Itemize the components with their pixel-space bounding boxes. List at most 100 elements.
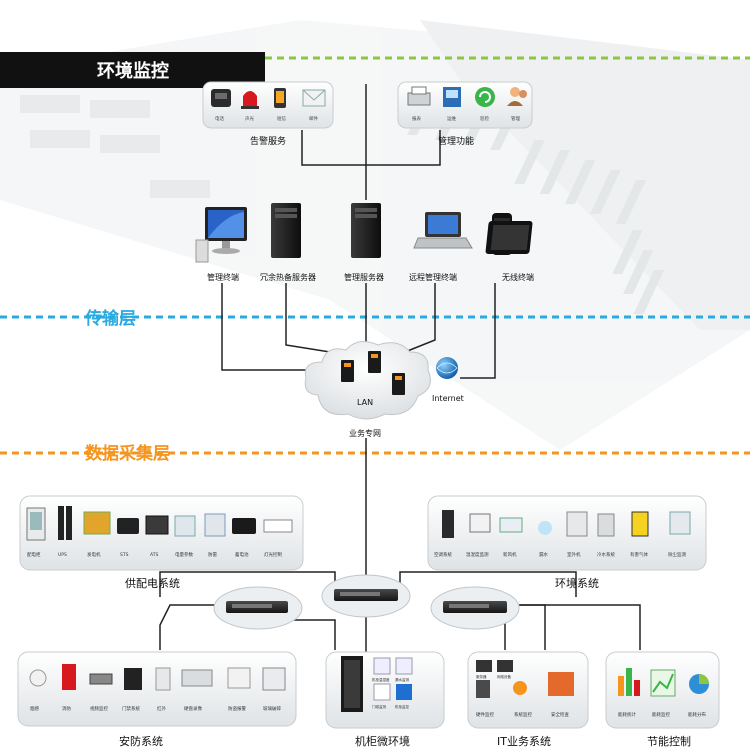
security-system-panel: 烟感 消防 视频监控 门禁系统 红外 硬盘录像 防盗报警 玻璃破碎 [17,651,297,727]
remote-management-terminal: 远程管理终端 [409,212,473,282]
environment-icons [442,510,691,538]
terminal-label: 无线终端 [502,272,534,282]
environment-system-panel: 空调系统 温湿度监测 新风机 漏水 室外机 冷水系统 有害气体 除尘监测 [427,495,707,571]
it-system-panel: 服务器 网络设备 硬件监控 系统监控 安全检查 [467,651,589,729]
security-item-label: 红外 [157,705,166,712]
redundant-server: 冗余热备服务器 [260,203,316,282]
cabinet-item-label: 机柜温湿度 [372,677,390,682]
tablet-icon [485,213,533,255]
tower-server-icon [351,203,381,258]
env-item-label: 空调系统 [434,551,452,558]
alarm-item-label: 邮件 [309,115,318,122]
alarm-service-panel: 电话 声光 短信 邮件 [202,81,334,129]
power-item-label: 蓄电池 [235,551,249,558]
it-item-label: 网络设备 [497,674,511,679]
env-item-label: 温湿度监测 [466,551,489,558]
wireless-terminal: 无线终端 [485,213,534,282]
lan-label: LAN [357,398,373,407]
power-item-label: 防雷 [208,551,217,558]
it-item-label: 服务器 [476,674,487,679]
switch-center [321,574,411,618]
cabinet-item-label: 门磁监测 [372,704,386,709]
power-item-label: 配电柜 [27,551,41,558]
security-icons [29,664,286,691]
bottom-connectors [159,571,641,652]
security-item-label: 玻璃破碎 [263,705,281,712]
monitor-icon [195,207,247,263]
lan-cloud: LAN [304,340,431,420]
switch-right [430,586,520,630]
users-icon [507,87,527,106]
internet-node: Internet [432,357,464,403]
alarm-service-label: 告警服务 [250,135,286,147]
printer-icon [407,86,431,106]
cabinet-item-label: 漏水监测 [395,677,409,682]
security-item-label: 门禁系统 [122,705,140,712]
it-item-label: 安全检查 [551,711,569,718]
mgmt-item-label: 报表 [412,115,421,122]
transport-layer-label: 传输层 [84,308,136,329]
terminal-label: 管理终端 [207,272,239,282]
it-item-label: 硬件监控 [476,711,494,718]
alarm-item-label: 短信 [277,115,286,122]
it-system-label: IT业务系统 [497,735,551,748]
energy-control-panel: 能耗统计 能耗监控 能耗分布 [605,651,720,729]
environment-system-label: 环境系统 [555,576,599,590]
energy-control-label: 节能控制 [647,734,691,748]
alarm-item-label: 电话 [215,115,224,122]
mgmt-item-label: 巡检 [480,115,489,122]
terminal-label: 管理服务器 [344,272,384,282]
energy-item-label: 能耗监控 [652,711,670,718]
acquisition-layer-label: 数据采集层 [85,443,170,464]
env-item-label: 有害气体 [630,551,648,558]
it-icons [476,660,574,698]
rack-cabinet-icon [341,656,363,712]
globe-icon [436,357,458,379]
env-item-label: 新风机 [503,551,517,558]
mgmt-item-label: 管理 [511,115,520,122]
cloud-server-icon [341,351,405,395]
phone-icon [211,89,231,107]
tower-server-icon [271,203,301,258]
terminal-label: 远程管理终端 [409,272,457,282]
power-item-label: 灯光控制 [264,551,282,558]
security-item-label: 防盗报警 [228,705,246,712]
top-connectors [221,84,496,590]
management-server: 管理服务器 [344,203,384,282]
env-item-label: 室外机 [567,551,581,558]
energy-item-label: 能耗分布 [688,711,706,718]
laptop-icon [413,212,473,249]
management-function-label: 管理功能 [438,135,474,147]
management-function-panel: 报表 运维 巡检 管理 [397,81,533,129]
chart-screen-icon [443,87,461,107]
sms-phone-icon [274,88,286,108]
power-item-label: ATS [150,552,158,558]
env-item-label: 除尘监测 [668,551,686,558]
cabinet-environment-label: 机柜微环境 [355,734,410,748]
mgmt-item-label: 运维 [447,115,456,122]
line-chart-icon [650,669,676,697]
cabinet-sensor-icons [373,657,413,701]
refresh-globe-icon [475,87,495,107]
pie-chart-icon [689,674,709,694]
security-item-label: 消防 [62,705,71,712]
internet-label: Internet [432,394,464,403]
security-item-label: 视频监控 [90,705,108,712]
power-system-panel: 配电柜 UPS 发电机 STS ATS 电量参数 防雷 蓄电池 灯光控制 [19,495,304,571]
env-item-label: 漏水 [539,551,548,558]
siren-icon [241,91,259,109]
security-system-label: 安防系统 [119,734,163,748]
security-item-label: 烟感 [30,705,39,712]
it-item-label: 系统监控 [514,711,532,718]
env-item-label: 冷水系统 [597,551,615,558]
switch-left [213,586,303,630]
power-item-label: STS [120,552,129,558]
power-system-label: 供配电系统 [125,576,180,590]
page-title: 环境监控 [97,60,169,82]
power-icons [26,506,293,541]
power-item-label: 发电机 [87,551,101,558]
alarm-item-label: 声光 [245,115,254,122]
energy-item-label: 能耗统计 [618,711,636,718]
terminal-label: 冗余热备服务器 [260,272,316,282]
